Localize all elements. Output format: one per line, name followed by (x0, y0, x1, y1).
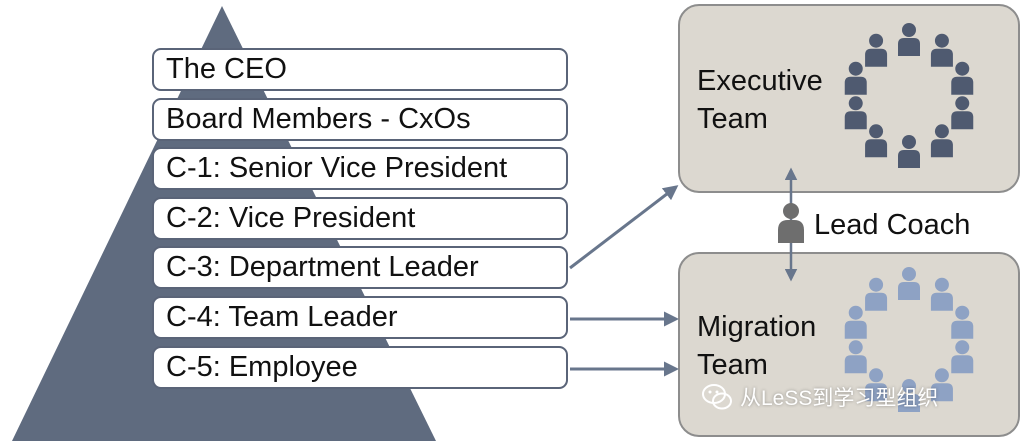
level-ceo: The CEO (152, 48, 568, 91)
executive-team-person-icon (865, 33, 888, 67)
level-board-members: Board Members - CxOs (152, 98, 568, 141)
executive-team-label: Executive Team (697, 62, 823, 138)
migration-team-label: Migration Team (697, 308, 816, 384)
lead-coach-label: Lead Coach (814, 209, 971, 241)
wechat-icon (702, 384, 732, 410)
migration-team-person-icon (930, 368, 953, 402)
executive-team-person-icon (951, 96, 974, 130)
executive-team-person-icon (844, 61, 867, 95)
executive-team-person-icon (898, 23, 920, 56)
migration-team-person-icon (930, 277, 953, 311)
executive-team-label-line2: Team (697, 103, 768, 135)
level-c5-employee: C-5: Employee (152, 346, 568, 389)
executive-team-person-icon (844, 96, 867, 130)
migration-team-label-line1: Migration (697, 311, 817, 343)
watermark: 从LeSS到学习型组织 (702, 382, 938, 412)
executive-team-person-icon (930, 33, 953, 67)
level-c1-senior-vice-president: C-1: Senior Vice President (152, 147, 568, 190)
migration-team-label-line2: Team (697, 349, 768, 381)
level-c4-team-leader: C-4: Team Leader (152, 296, 568, 339)
lead-coach-person-icon (778, 203, 804, 243)
migration-team-person-icon (898, 379, 920, 412)
migration-team-person-icon (865, 368, 888, 402)
executive-team-person-icon (930, 124, 953, 158)
arrow-department-to-executive (569, 185, 679, 270)
migration-team-person-icon (951, 305, 974, 339)
migration-team-people (844, 267, 974, 412)
migration-team-person-icon (844, 340, 867, 374)
migration-team-person-icon (844, 305, 867, 339)
migration-team-person-icon (865, 277, 888, 311)
executive-team-people (844, 23, 974, 168)
executive-team-person-icon (951, 61, 974, 95)
executive-team-person-icon (865, 124, 888, 158)
migration-team-person-icon (898, 267, 920, 300)
watermark-text: 从LeSS到学习型组织 (740, 387, 939, 410)
level-c3-department-leader: C-3: Department Leader (152, 246, 568, 289)
migration-team-person-icon (951, 340, 974, 374)
executive-team-label-line1: Executive (697, 65, 823, 97)
executive-team-person-icon (898, 135, 920, 168)
level-c2-vice-president: C-2: Vice President (152, 197, 568, 240)
